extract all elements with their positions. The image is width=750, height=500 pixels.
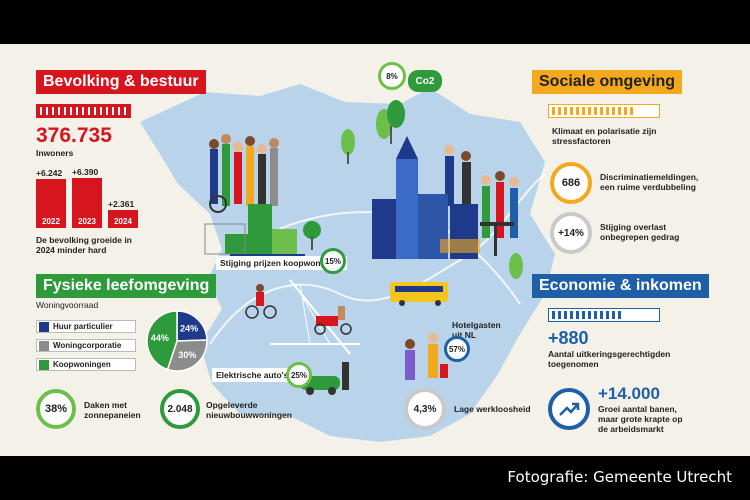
pie-label: 44% xyxy=(151,333,169,343)
population-people-icon xyxy=(36,104,131,118)
people-group-illustration xyxy=(209,134,279,213)
stress-meter-icon xyxy=(548,104,660,118)
uitkering-label-1: Aantal uitkeringsgerechtigden xyxy=(548,349,671,359)
co2-cloud-icon: Co2 xyxy=(408,70,442,92)
nieuwbouw-label-1: Opgeleverde xyxy=(206,400,258,410)
bikes-illustration xyxy=(245,284,352,335)
koopwoningen-label: Stijging prijzen koopwoningen xyxy=(216,256,348,270)
population-growth-bars: 2022 +6.242 2023 +6.390 2024 +2.361 xyxy=(36,164,146,228)
klimaat-label-2: stressfactoren xyxy=(552,136,611,146)
growth-bar-2023: 2023 xyxy=(72,178,102,228)
legend-woningcorporatie: Woningcorporatie xyxy=(36,339,136,352)
section-title-economie: Economie & inkomen xyxy=(532,274,709,298)
hotelgasten-label-2: uit NL xyxy=(452,330,477,340)
werkloosheid-label: Lage werkloosheid xyxy=(454,404,531,414)
discriminatie-ring: 686 xyxy=(550,162,592,204)
klimaat-label-1: Klimaat en polarisatie zijn xyxy=(552,126,657,136)
overlast-value: +14% xyxy=(558,227,584,239)
overlast-ring: +14% xyxy=(550,212,592,254)
hotelgasten-value: 57% xyxy=(448,344,465,354)
pie-label: 24% xyxy=(180,324,198,334)
banen-label-2: maar grote krapte op xyxy=(598,414,683,424)
koopwoningen-ring: 15% xyxy=(320,248,346,274)
inwoners-label: Inwoners xyxy=(36,148,74,158)
zonnepanelen-value: 38% xyxy=(44,403,68,415)
overlast-label-1: Stijging overlast xyxy=(600,222,667,232)
section-title-fysiek: Fysieke leefomgeving xyxy=(36,274,217,298)
infographic: Bevolking & bestuur 376.735 Inwoners 202… xyxy=(0,44,750,456)
inwoners-value: 376.735 xyxy=(36,124,112,147)
discriminatie-label-2: een ruime verdubbeling xyxy=(600,182,696,192)
zonnepanelen-label-2: zonnepaneien xyxy=(84,410,141,420)
legend-swatch xyxy=(39,322,49,332)
bus-illustration xyxy=(390,282,448,306)
growth-bar-year: 2023 xyxy=(78,217,96,226)
legend-label: Huur particulier xyxy=(53,322,113,331)
elektrische-autos-ring: 25% xyxy=(286,362,312,388)
city-center-illustration xyxy=(372,136,514,259)
co2-label: Co2 xyxy=(415,75,435,87)
banen-value: +14.000 xyxy=(598,384,660,403)
legend-swatch xyxy=(39,360,49,370)
banen-label-1: Groei aantal banen, xyxy=(598,404,677,414)
pie-slice-24% xyxy=(176,310,208,342)
photo-credit: Fotografie: Gemeente Utrecht xyxy=(507,468,732,486)
growth-bar-year: 2022 xyxy=(42,217,60,226)
section-title-bevolking: Bevolking & bestuur xyxy=(36,70,206,94)
hotelgasten-label-1: Hotelgasten xyxy=(452,320,501,330)
nieuwbouw-ring: 2.048 xyxy=(160,389,200,429)
growth-bar-2022: 2022 xyxy=(36,179,66,228)
woningvoorraad-label: Woningvoorraad xyxy=(36,300,99,310)
growth-bar-delta: +6.242 xyxy=(36,168,63,178)
zonnepanelen-label-1: Daken met xyxy=(84,400,127,410)
zonnepanelen-ring: 38% xyxy=(36,389,76,429)
growth-bar-year: 2024 xyxy=(114,217,132,226)
growth-bar-2024: 2024 xyxy=(108,210,138,228)
growth-bar-delta: +2.361 xyxy=(108,199,135,209)
pie-slice-44% xyxy=(146,310,178,371)
trees-illustration xyxy=(303,100,523,279)
woningvoorraad-pie: 24% 30% 44% xyxy=(146,310,208,372)
growth-bar-delta: +6.390 xyxy=(72,167,99,177)
legend-huur-particulier: Huur particulier xyxy=(36,320,136,333)
legend-label: Woningcorporatie xyxy=(53,341,122,350)
uitkering-people-icon xyxy=(548,308,660,322)
growth-caption-line2: 2024 minder hard xyxy=(36,245,107,255)
co2-value: 8% xyxy=(386,71,398,81)
elektrische-autos-value: 25% xyxy=(290,370,307,380)
travelers-illustration xyxy=(405,333,448,380)
growth-caption-line1: De bevolking groeide in xyxy=(36,235,132,245)
legend-swatch xyxy=(39,341,49,351)
overlast-label-2: onbegrepen gedrag xyxy=(600,232,680,242)
pie-label: 30% xyxy=(178,350,196,360)
pie-slice-30% xyxy=(166,339,208,372)
werkloosheid-ring: 4,3% xyxy=(404,388,446,430)
koopwoningen-value: 15% xyxy=(324,256,341,266)
nieuwbouw-value: 2.048 xyxy=(167,403,193,415)
banen-label-3: de arbeidsmarkt xyxy=(598,424,664,434)
trend-up-icon xyxy=(559,402,580,416)
uitkering-value: +880 xyxy=(548,328,589,348)
werkloosheid-value: 4,3% xyxy=(413,403,437,415)
discriminatie-label-1: Discriminatiemeldingen, xyxy=(600,172,699,182)
photo-credit-bar: Fotografie: Gemeente Utrecht xyxy=(0,456,750,500)
people-group-2-illustration xyxy=(444,145,519,238)
discriminatie-value: 686 xyxy=(561,177,581,189)
legend-koopwoningen: Koopwoningen xyxy=(36,358,136,371)
section-title-sociaal: Sociale omgeving xyxy=(532,70,683,94)
legend-label: Koopwoningen xyxy=(53,360,111,369)
uitkering-label-2: toegenomen xyxy=(548,359,599,369)
elektrische-autos-label: Elektrische auto's xyxy=(212,368,293,382)
nieuwbouw-label-2: nieuwbouwwoningen xyxy=(206,410,292,420)
hotelgasten-ring: 57% xyxy=(444,336,470,362)
co2-ring: 8% xyxy=(378,62,406,90)
banen-ring xyxy=(548,388,590,430)
